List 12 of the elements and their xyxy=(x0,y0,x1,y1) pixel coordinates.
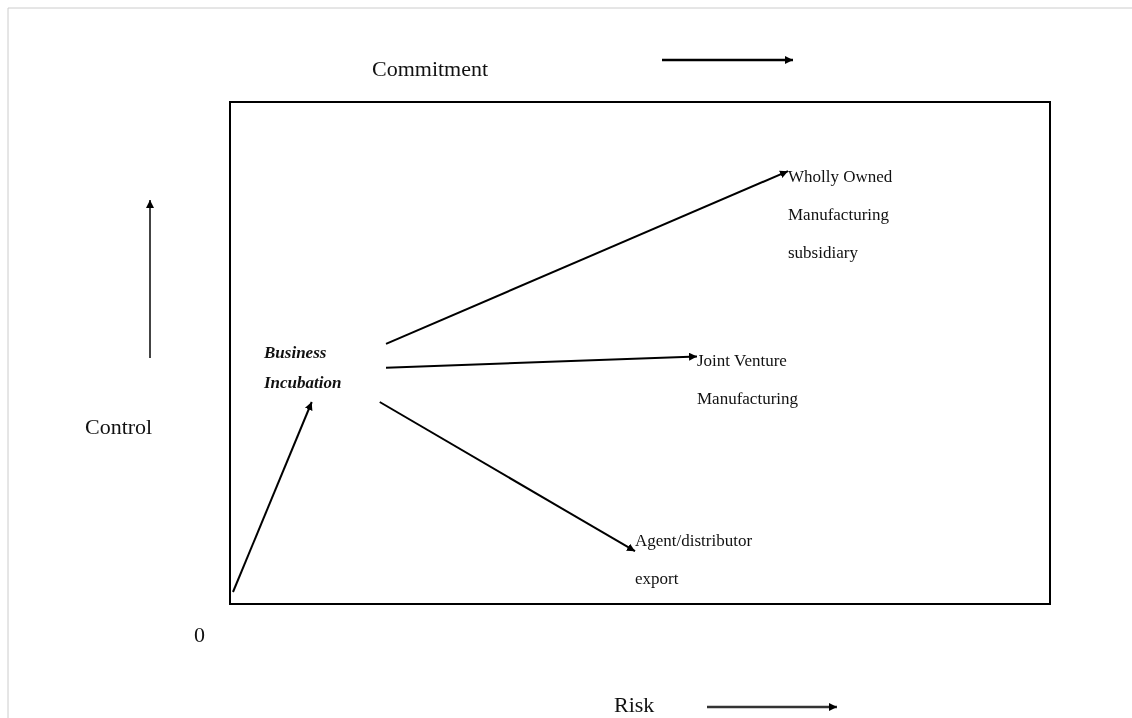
arrow xyxy=(232,401,313,593)
arrow xyxy=(385,170,789,345)
arrow xyxy=(378,401,636,553)
node-label: Business Incubation xyxy=(264,342,343,394)
axis-label: Commitment xyxy=(372,56,489,82)
arrow xyxy=(385,352,698,369)
axis-label: Risk xyxy=(614,692,655,718)
node-label: Agent/distributor export xyxy=(635,530,754,590)
node-label: Wholly Owned Manufacturing subsidiary xyxy=(788,166,894,264)
node-label: Joint Venture Manufacturing xyxy=(697,350,800,410)
axis-label: Control xyxy=(85,414,153,440)
origin-label: 0 xyxy=(194,622,205,648)
